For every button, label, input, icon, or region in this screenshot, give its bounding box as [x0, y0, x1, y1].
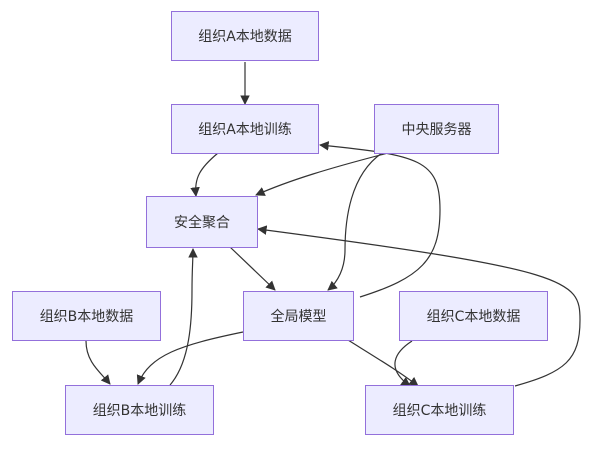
node-b-local-data: 组织B本地数据 [12, 291, 161, 341]
node-a-local-training: 组织A本地训练 [171, 104, 319, 154]
edge-center-to-global [327, 152, 383, 291]
node-global-model: 全局模型 [243, 291, 354, 341]
node-b-local-training-label: 组织B本地训练 [92, 403, 187, 419]
node-b-local-data-label: 组织B本地数据 [39, 309, 134, 325]
edge-c-data-to-c-train [394, 340, 413, 387]
edge-a-train-to-secure-agg [190, 152, 219, 197]
node-a-local-data-label: 组织A本地数据 [198, 29, 292, 45]
edge-global-to-a-train [319, 141, 441, 298]
edge-c-train-to-secure-agg [257, 225, 581, 387]
node-a-local-training-label: 组织A本地训练 [198, 122, 292, 138]
edge-b-data-to-b-train [85, 340, 111, 385]
node-central-server-label: 中央服务器 [401, 122, 472, 138]
edge-b-train-to-secure-agg [169, 248, 198, 386]
node-global-model-label: 全局模型 [270, 309, 327, 325]
node-b-local-training: 组织B本地训练 [65, 385, 214, 435]
edge-center-to-secure-agg [255, 152, 389, 196]
edge-global-to-b-train [136, 331, 244, 385]
node-secure-aggregation: 安全聚合 [146, 196, 258, 248]
node-central-server: 中央服务器 [374, 104, 499, 154]
node-a-local-data: 组织A本地数据 [171, 11, 319, 61]
edge-global-to-c-train [347, 339, 419, 387]
node-c-local-data: 组织C本地数据 [399, 291, 548, 341]
node-c-local-training: 组织C本地训练 [365, 385, 514, 435]
edge-secure-agg-to-global [229, 246, 276, 291]
node-secure-aggregation-label: 安全聚合 [174, 215, 230, 231]
node-c-local-data-label: 组织C本地数据 [426, 309, 521, 325]
node-c-local-training-label: 组织C本地训练 [392, 403, 487, 419]
